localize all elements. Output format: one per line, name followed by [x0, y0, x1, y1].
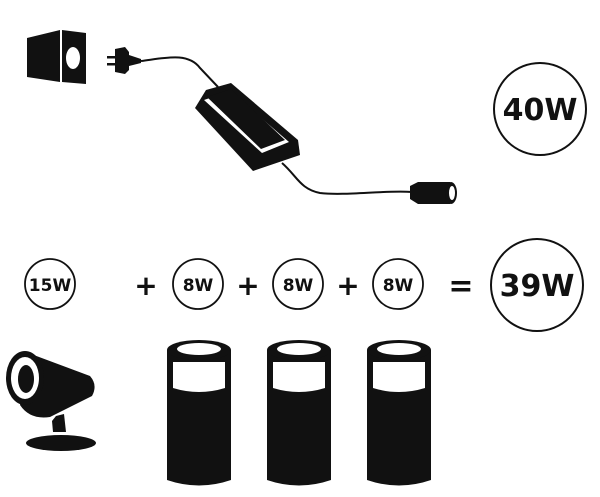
transformer-wattage-badge: 40W: [493, 62, 587, 156]
output-connector-icon: [410, 182, 457, 204]
plus-operator: +: [134, 269, 157, 302]
spotlight-icon: [6, 351, 96, 451]
bollard-wattage-label: 8W: [383, 276, 414, 296]
output-cable: [281, 162, 413, 195]
bollard-light-icon: [167, 340, 231, 486]
bollard-wattage-badge: 8W: [172, 258, 224, 310]
plus-operator: +: [236, 269, 259, 302]
input-cable: [140, 56, 219, 88]
bollard-light-icon: [367, 340, 431, 486]
bollard-wattage-label: 8W: [283, 276, 314, 296]
transformer-wattage-label: 40W: [503, 93, 578, 128]
spotlight-wattage-badge: 15W: [24, 258, 76, 310]
bollard-wattage-badge: 8W: [372, 258, 424, 310]
bollard-light-icon: [267, 340, 331, 486]
total-wattage-badge: 39W: [490, 238, 584, 332]
equals-operator: =: [448, 269, 473, 304]
plus-operator: +: [336, 269, 359, 302]
total-wattage-label: 39W: [500, 269, 575, 304]
bollard-wattage-badge: 8W: [272, 258, 324, 310]
wall-socket-icon: [27, 30, 86, 84]
bollard-wattage-label: 8W: [183, 276, 214, 296]
spotlight-wattage-label: 15W: [29, 276, 72, 296]
plug-icon: [107, 47, 141, 74]
power-adapter-icon: [195, 83, 300, 171]
